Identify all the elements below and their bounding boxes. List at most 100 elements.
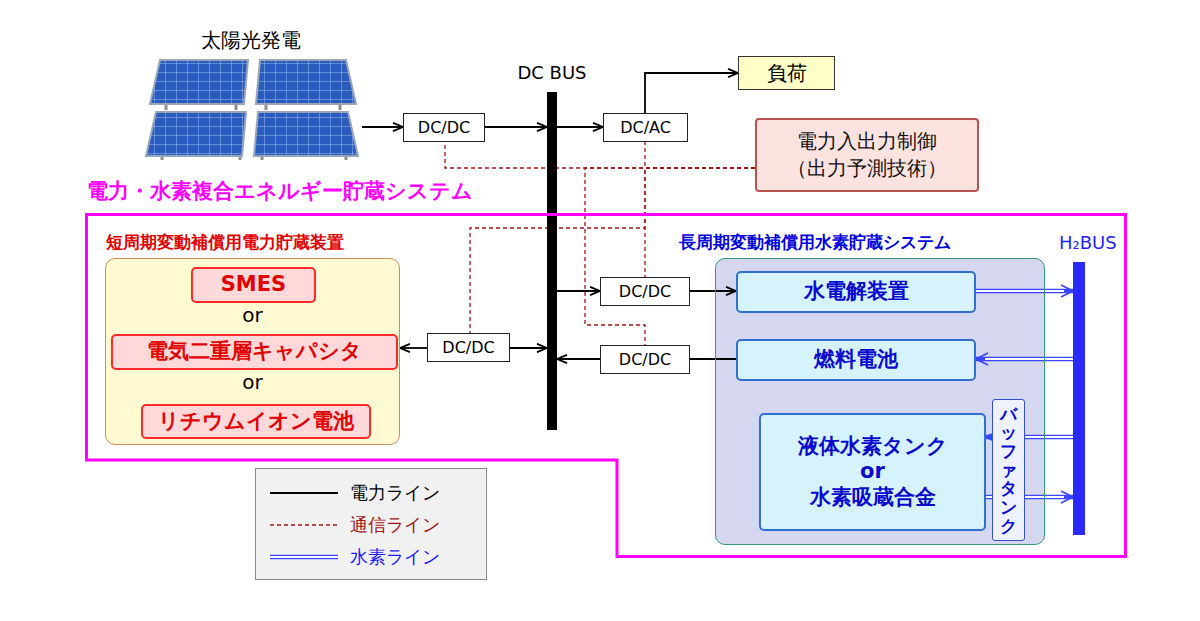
legend-text: 通信ライン xyxy=(350,513,440,537)
heading-label: 短周期変動補償用電力貯蔵装置 xyxy=(106,232,344,252)
power-line-stroke xyxy=(690,290,736,292)
box-label: 液体水素タンク xyxy=(798,434,948,459)
legend-line-core xyxy=(270,556,338,558)
inverter-box: DC/AC xyxy=(603,113,688,142)
power-line xyxy=(557,127,603,128)
box-label: 負荷 xyxy=(767,61,807,85)
power-line xyxy=(510,348,547,349)
power-line-stroke xyxy=(485,126,547,128)
power-line-stroke xyxy=(645,73,738,113)
power-line-stroke xyxy=(557,290,600,292)
solar-panel xyxy=(254,112,358,156)
power-line xyxy=(485,127,547,128)
legend-sample xyxy=(268,549,340,565)
storage-device-box: 電気二重層キャパシタ xyxy=(111,334,398,369)
power-line xyxy=(690,359,736,360)
or-label: or xyxy=(106,370,399,394)
group-fill xyxy=(105,258,400,445)
dc-bus: DC BUS xyxy=(547,92,557,430)
box-label: or xyxy=(860,459,885,484)
hydrogen-line xyxy=(976,291,1073,292)
load-box: 負荷 xyxy=(738,56,835,90)
legend-row: 水素ライン xyxy=(268,541,474,573)
power-line xyxy=(400,348,427,349)
tank-box: 液体水素タンクor水素吸蔵合金 xyxy=(759,413,986,531)
or-label: or xyxy=(106,303,399,327)
box-label: リチウムイオン電池 xyxy=(158,409,354,434)
signal-line-stroke xyxy=(585,168,755,345)
legend-sample xyxy=(268,517,340,533)
storage-system-region: 電力・水素複合エネルギー貯蔵システム短周期変動補償用電力貯蔵装置SMES電気二重… xyxy=(85,213,1127,558)
legend-line xyxy=(270,555,338,560)
long-term-storage-group: 長周期変動補償用水素貯蔵システム水電解装置燃料電池液体水素タンクor水素吸蔵合金… xyxy=(715,258,1045,545)
box-label: DC/DC xyxy=(418,118,470,137)
hydrogen-line-stroke xyxy=(976,357,1073,362)
legend-line xyxy=(270,524,338,525)
box-label: 電力入出力制御 （出力予測技術） xyxy=(761,128,973,182)
box-label: 水素吸蔵合金 xyxy=(810,485,936,510)
power-line-stroke xyxy=(510,347,547,349)
converter-box: DC/DC xyxy=(427,333,510,362)
legend-sample xyxy=(268,485,340,501)
box-label: 水電解装置 xyxy=(804,279,909,304)
solar-panel xyxy=(256,60,356,104)
hydrogen-bus: H₂BUS xyxy=(1073,262,1085,535)
solar-array: 太陽光発電 xyxy=(140,28,362,160)
group-fills xyxy=(105,258,1045,545)
solar-panel xyxy=(150,60,248,104)
power-line-stroke xyxy=(557,126,603,128)
power-line-stroke xyxy=(400,347,427,349)
signal-line xyxy=(445,142,755,168)
electrolyzer-box: 水電解装置 xyxy=(736,271,976,313)
signal-line xyxy=(645,168,755,277)
hydrogen-line-stroke xyxy=(976,289,1073,294)
legend-text: 水素ライン xyxy=(350,545,440,569)
converter-box: DC/DC xyxy=(600,345,690,374)
signal-line xyxy=(585,168,755,345)
legend-row: 通信ライン xyxy=(268,509,474,541)
signal-line-stroke xyxy=(445,142,755,168)
converter-box: DC/DC xyxy=(600,277,690,306)
hydrogen-line xyxy=(976,359,1073,360)
box-label: 電気二重層キャパシタ xyxy=(147,339,362,364)
heading-label: DC BUS xyxy=(517,62,586,84)
power-line xyxy=(557,291,600,292)
heading-label: 電力・水素複合エネルギー貯蔵システム xyxy=(87,179,473,204)
power-line xyxy=(645,73,738,113)
control-box: 電力入出力制御 （出力予測技術） xyxy=(755,118,979,192)
storage-device-box: リチウムイオン電池 xyxy=(141,404,371,439)
converter-box: DC/DC xyxy=(403,113,485,142)
solar-panel-illustration xyxy=(146,60,358,160)
box-label: 燃料電池 xyxy=(814,347,898,372)
box-label: DC/DC xyxy=(619,350,671,369)
heading-label: 太陽光発電 xyxy=(140,28,362,52)
signal-line-stroke xyxy=(645,168,755,277)
power-line xyxy=(690,291,736,292)
box-label: バッファタンク xyxy=(1000,405,1017,536)
signal-line xyxy=(645,142,755,168)
legend-row: 電力ライン xyxy=(268,477,474,509)
legend-line xyxy=(270,492,338,494)
heading-label: 長周期変動補償用水素貯蔵システム xyxy=(679,232,951,252)
storage-device-box: SMES xyxy=(191,267,316,302)
short-term-storage-group: 短周期変動補償用電力貯蔵装置SMES電気二重層キャパシタリチウムイオン電池oro… xyxy=(105,258,400,445)
hydrogen-line-core xyxy=(976,290,1064,292)
legend-box: 電力ライン通信ライン水素ライン xyxy=(255,468,487,580)
power-line-stroke xyxy=(557,358,600,360)
region-outline xyxy=(87,215,1126,557)
box-label: DC/DC xyxy=(619,282,671,301)
buffer-tank-box: バッファタンク xyxy=(992,399,1025,541)
heading-label: H₂BUS xyxy=(1059,232,1117,254)
fuel-cell-box: 燃料電池 xyxy=(736,339,976,381)
power-line xyxy=(362,127,403,128)
solar-panel xyxy=(146,112,246,156)
box-label: SMES xyxy=(221,272,287,297)
group-fill xyxy=(715,258,1045,545)
box-label: DC/AC xyxy=(620,118,671,137)
power-line-stroke xyxy=(690,358,736,360)
legend-text: 電力ライン xyxy=(350,481,440,505)
power-line xyxy=(557,359,600,360)
hydrogen-line-core xyxy=(985,358,1073,360)
